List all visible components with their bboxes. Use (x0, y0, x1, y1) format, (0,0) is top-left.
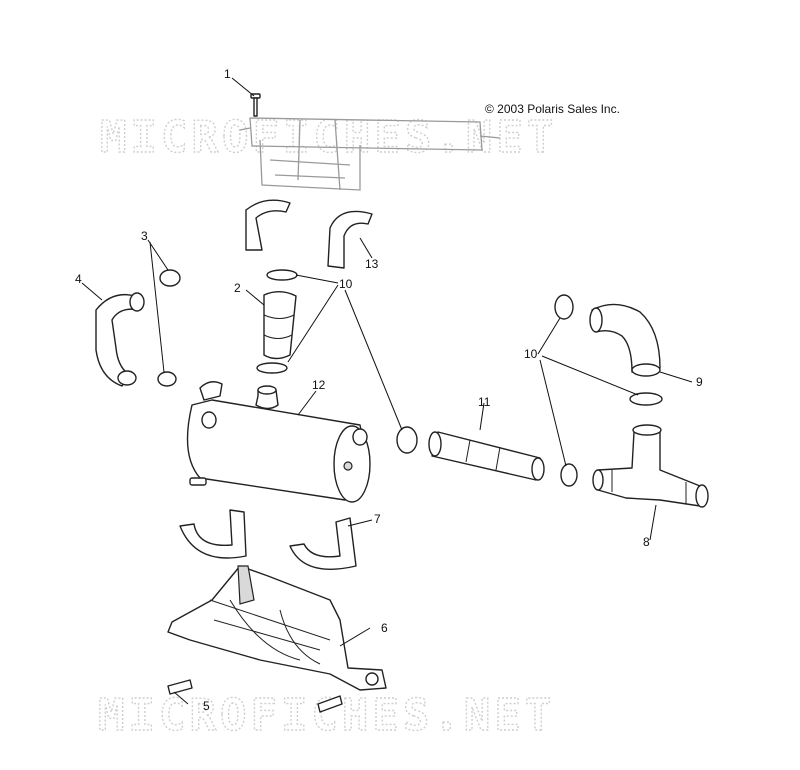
part-12-muffler (186, 381, 371, 503)
part-10-clamps (396, 294, 663, 487)
part-7-lower-mounts (179, 509, 357, 570)
part-3-clamps (157, 269, 181, 387)
callout-2: 2 (234, 281, 241, 295)
callout-11: 11 (478, 395, 491, 409)
callout-1: 1 (224, 67, 231, 81)
watermark-top: MICROFICHES.NET (100, 112, 557, 163)
part-5-bolts (167, 679, 343, 713)
callout-8: 8 (643, 535, 650, 549)
callout-10-right: 10 (524, 347, 538, 361)
callout-12: 12 (312, 378, 326, 392)
part-6-bracket (167, 565, 387, 691)
part-11-straight-tube (428, 431, 545, 481)
frame-reference (239, 117, 501, 191)
callout-7: 7 (374, 512, 381, 526)
callout-9: 9 (696, 375, 703, 389)
part-9-elbow (589, 303, 661, 377)
part-8-tee (592, 424, 709, 508)
callout-13: 13 (365, 257, 379, 271)
part-13-upper-mounts (245, 199, 373, 269)
part-4-elbow-hose (95, 292, 145, 387)
part-1-screw (250, 93, 261, 117)
callout-6: 6 (381, 621, 388, 635)
callout-4: 4 (75, 272, 82, 286)
callout-10-center: 10 (339, 277, 353, 291)
copyright-text: © 2003 Polaris Sales Inc. (485, 102, 620, 116)
part-2-tube (256, 269, 298, 374)
callout-5: 5 (203, 699, 210, 713)
callout-3: 3 (141, 229, 148, 243)
leader-lines (81, 77, 693, 705)
watermark-bottom: MICROFICHES.NET (98, 690, 555, 741)
